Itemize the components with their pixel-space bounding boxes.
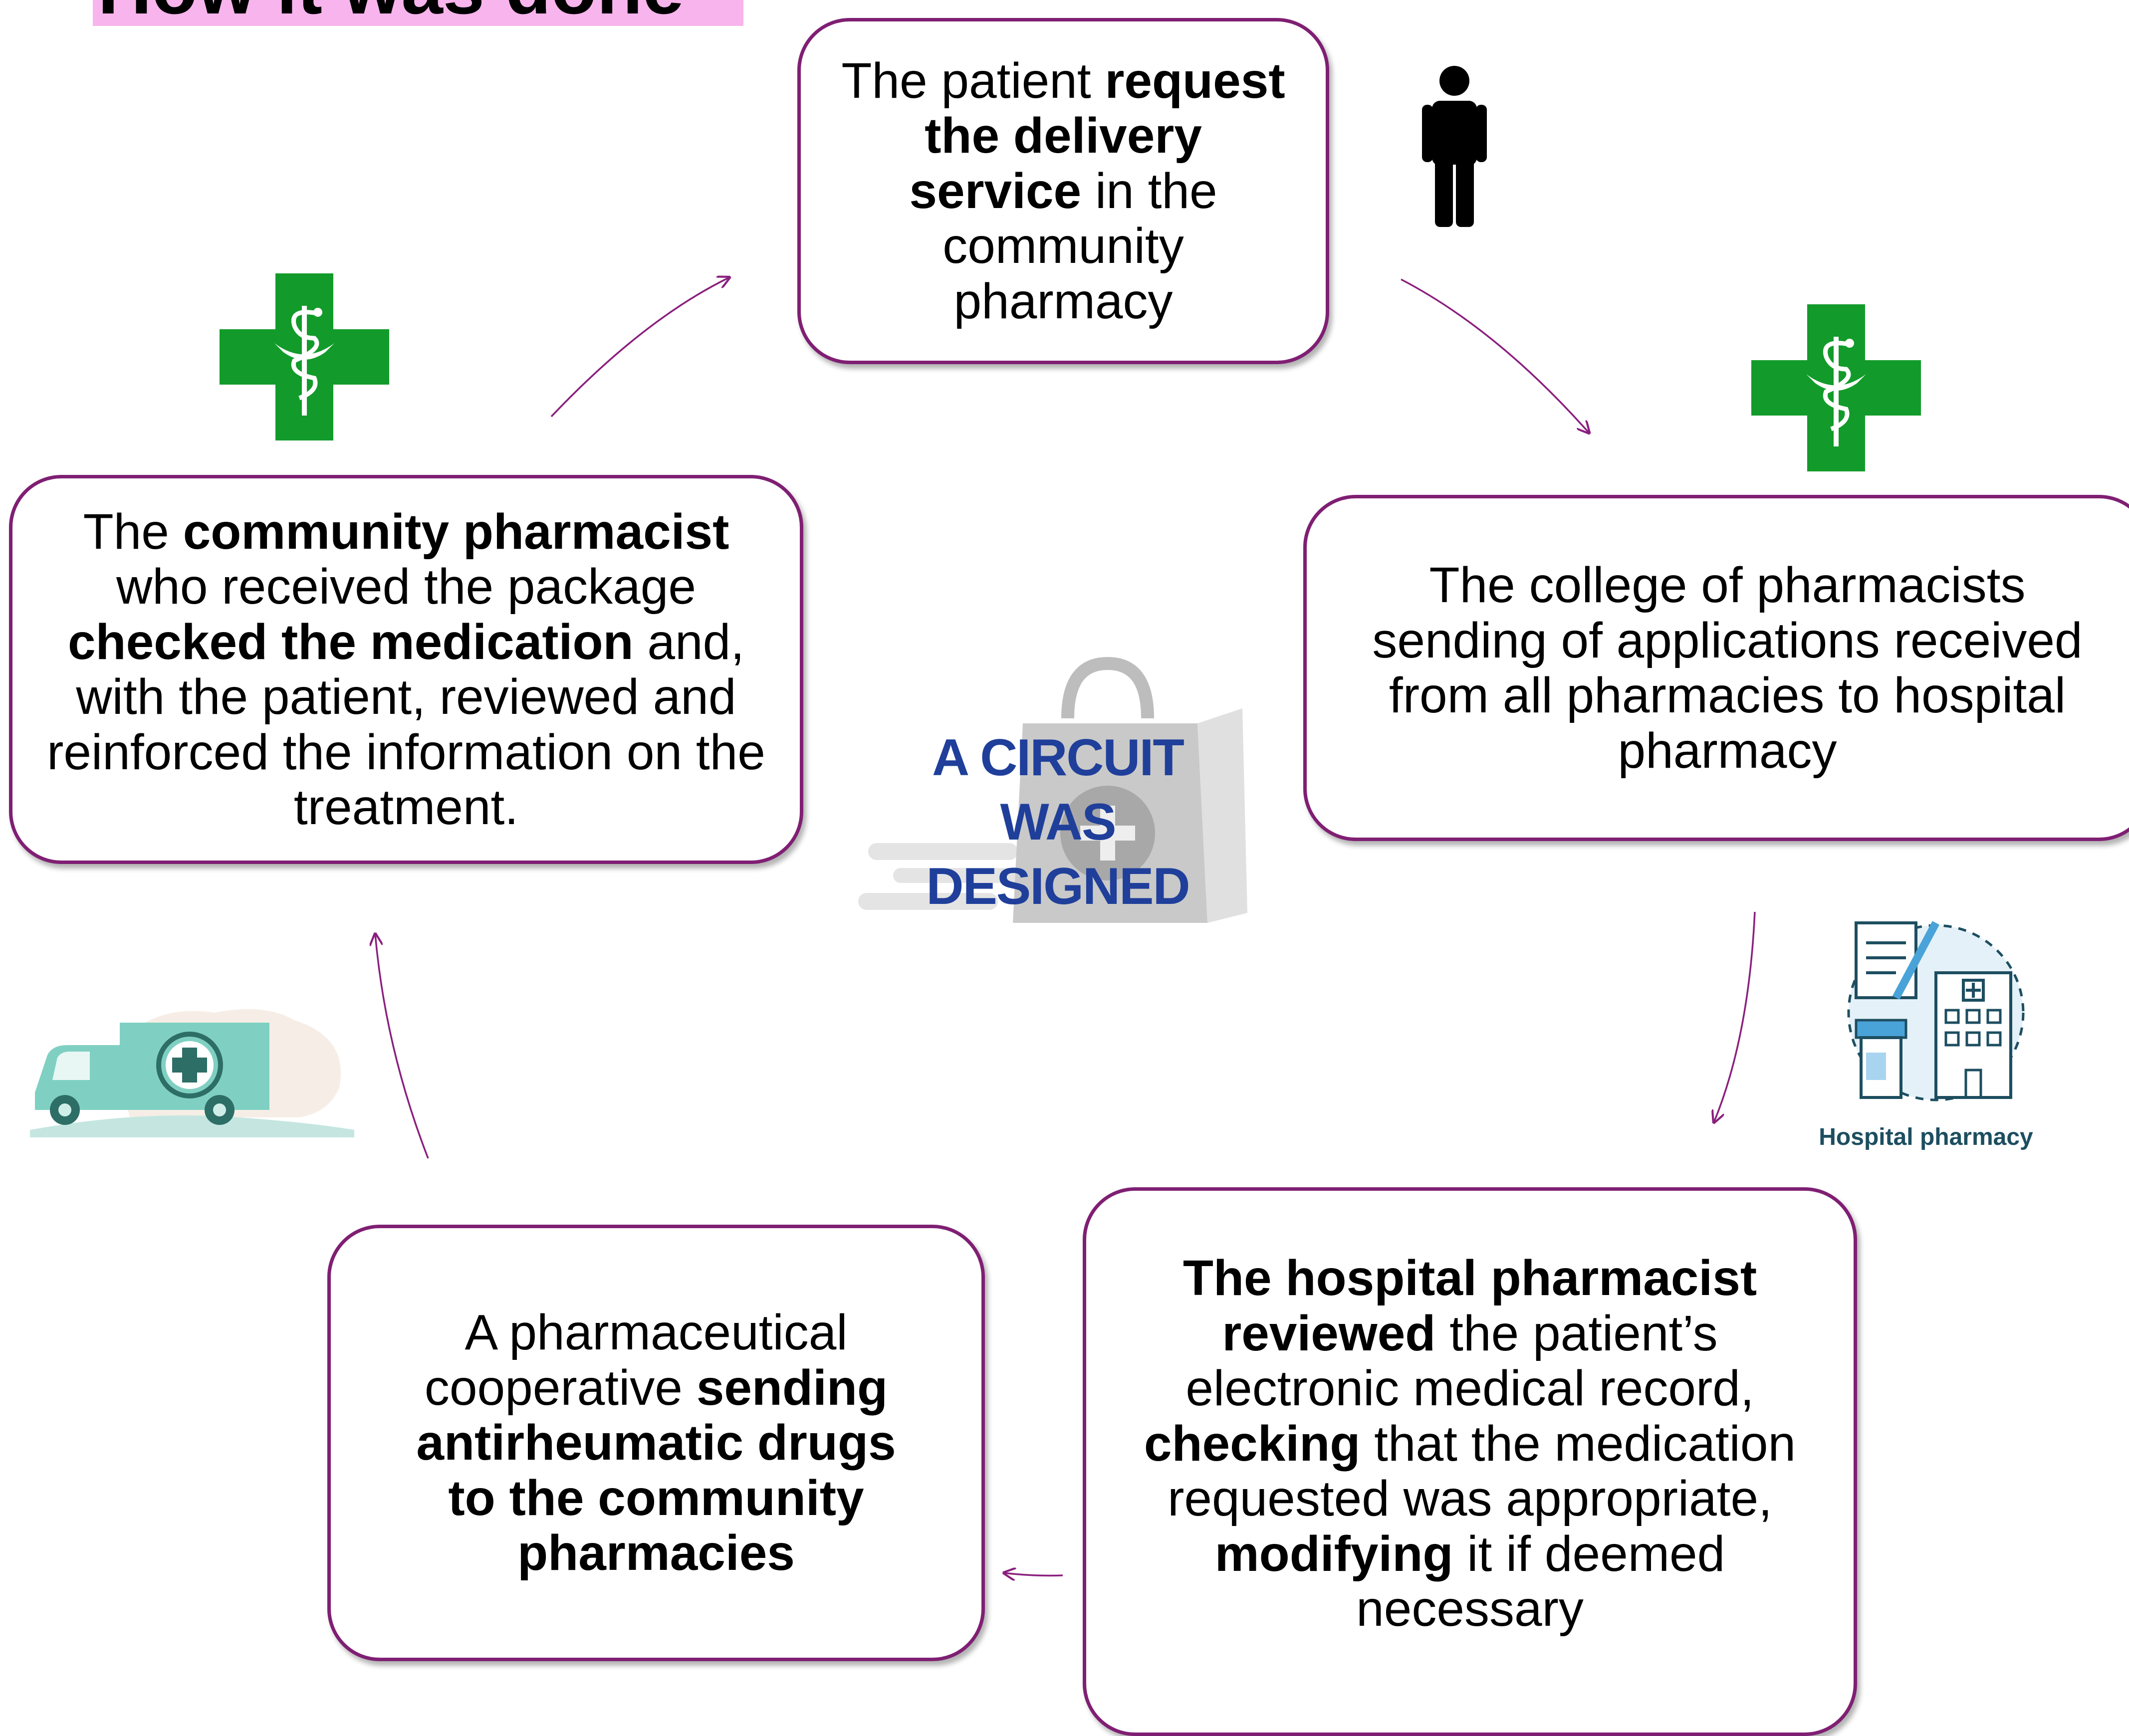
step-patient-request: The patient request the delivery service… (797, 18, 1329, 364)
step-pharmaceutical-cooperative-text: A pharmaceutical cooperative sending ant… (387, 1305, 926, 1581)
shopping-bag-icon (858, 656, 1247, 923)
step-text-bold-run: modifying (1214, 1525, 1453, 1582)
step-pharmaceutical-cooperative: A pharmaceutical cooperative sending ant… (327, 1225, 985, 1661)
step-hospital-pharmacist: The hospital pharmacist reviewed the pat… (1083, 1187, 1857, 1736)
step-patient-request-text: The patient request the delivery service… (834, 53, 1293, 329)
step-text-regular-run: and, with the patient, reviewed and rein… (47, 614, 765, 835)
step-text-bold-run: request the delivery service (909, 52, 1285, 219)
center-label: A CIRCUIT WAS DESIGNED (926, 729, 1190, 915)
step-text-bold-run: checking (1144, 1415, 1361, 1472)
step-text-regular-run: the patient’s electronic medical record, (1185, 1305, 1754, 1416)
pharmacy-cross-icon (1751, 304, 1921, 471)
arrow-community-to-patient (550, 277, 729, 418)
step-college-of-pharmacists-text: The college of pharmacists sending of ap… (1338, 558, 2117, 778)
step-text-bold-run: The hospital pharmacist reviewed (1183, 1250, 1757, 1361)
step-community-pharmacist: The community pharmacist who received th… (9, 475, 803, 864)
person-icon (1422, 66, 1487, 227)
step-text-regular-run: A pharmaceutical cooperative (424, 1304, 848, 1416)
arrow-cooperative-to-community (375, 934, 429, 1159)
arrow-college-to-hospital (1714, 911, 1756, 1122)
step-text-regular-run: that the medication requested was approp… (1168, 1415, 1796, 1526)
step-community-pharmacist-text: The community pharmacist who received th… (39, 504, 773, 835)
hospital-pharmacy-caption: Hospital pharmacy (1819, 1124, 2033, 1150)
delivery-truck-icon (30, 1009, 354, 1137)
step-text-bold-run: checked the medication (67, 614, 634, 670)
step-text-regular-run: who received the package (116, 559, 696, 615)
hospital-pharmacy-icon (1847, 921, 2025, 1101)
step-text-bold-run: sending antirheumatic drugs to the commu… (416, 1359, 896, 1581)
step-college-of-pharmacists: The college of pharmacists sending of ap… (1303, 495, 2129, 841)
arrow-hospital-to-cooperative (1004, 1573, 1063, 1575)
connector-layer (0, 0, 1756, 1691)
step-text-regular-run: The patient (841, 52, 1105, 109)
step-text-bold-run: community pharmacist (183, 503, 729, 560)
pharmacy-cross-icon (220, 273, 389, 440)
step-hospital-pharmacist-text: The hospital pharmacist reviewed the pat… (1121, 1251, 1819, 1637)
title-banner: How it was done (93, 0, 743, 26)
page-title: How it was done (98, 0, 684, 25)
step-text-regular-run: in the community pharmacy (943, 163, 1217, 329)
arrow-patient-to-college (1401, 278, 1589, 433)
step-text-regular-run: The (83, 503, 183, 560)
step-text-regular-run: it if deemed necessary (1356, 1525, 1725, 1637)
step-text-regular-run: The college of pharmacists sending of ap… (1372, 557, 2083, 779)
